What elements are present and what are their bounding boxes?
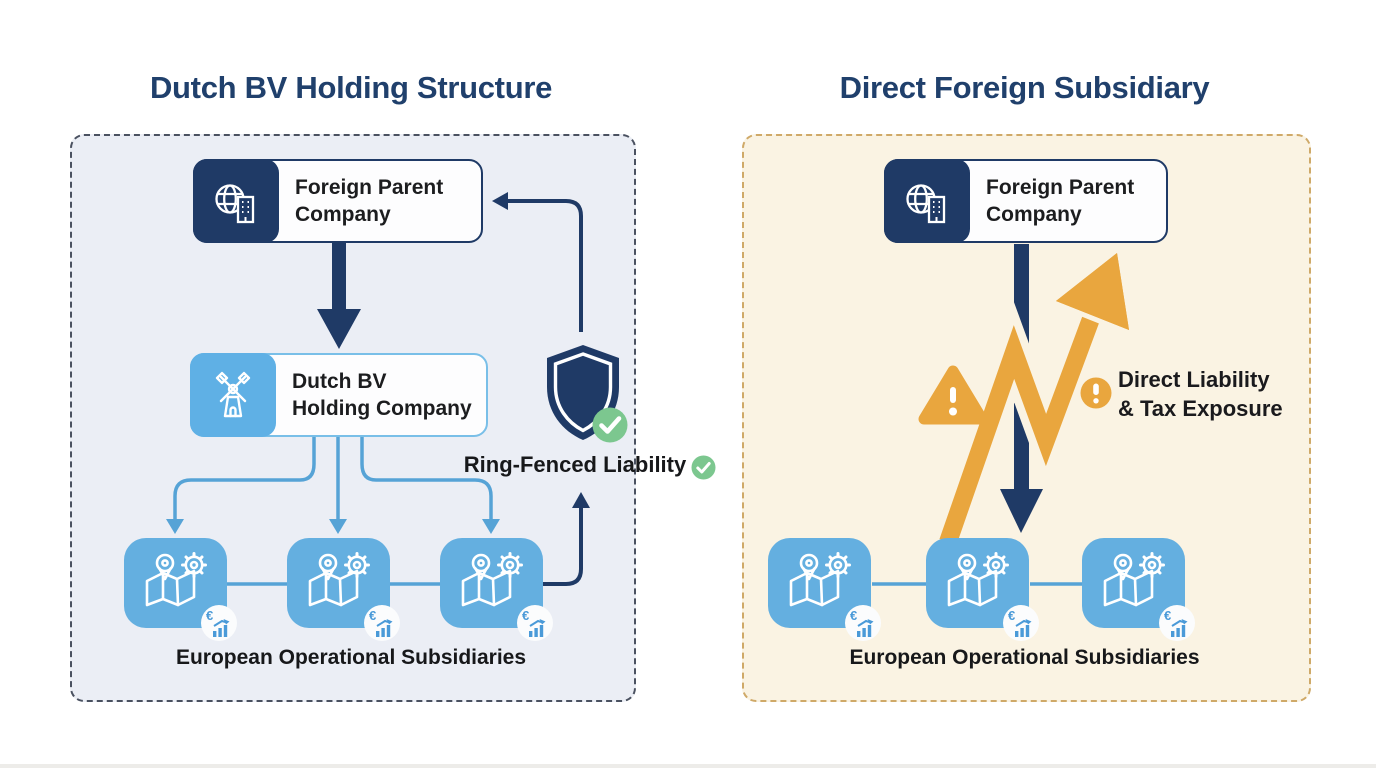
warning-triangle-icon — [918, 365, 988, 425]
warning-circle-icon — [1080, 377, 1112, 409]
euro-growth-badge: € — [201, 605, 237, 641]
windmill-icon — [190, 353, 276, 437]
left-foreign-parent-box: Foreign Parent Company — [193, 159, 483, 243]
subsidiary-box: € — [440, 538, 553, 641]
growth-chart-icon — [1015, 619, 1032, 637]
map-pin-gear-icon — [1103, 552, 1165, 607]
right-subsidiaries-row: € — [768, 538, 1195, 641]
bottom-divider — [0, 764, 1376, 768]
left-parent-label: Foreign Parent Company — [295, 176, 444, 226]
growth-chart-icon — [529, 619, 546, 637]
holding-label: Dutch BV Holding Company — [292, 370, 472, 420]
map-pin-gear-icon — [789, 552, 851, 607]
subsidiary-box: € — [768, 538, 881, 641]
growth-chart-icon — [376, 619, 393, 637]
shield-icon — [540, 342, 628, 448]
subsidiary-box: € — [287, 538, 400, 641]
left-panel-title: Dutch BV Holding Structure — [149, 70, 553, 105]
globe-building-icon — [193, 159, 279, 243]
growth-chart-icon — [213, 619, 230, 637]
euro-growth-badge: € — [517, 605, 553, 641]
growth-chart-icon — [1171, 619, 1188, 637]
subsidiary-box: € — [926, 538, 1039, 641]
euro-growth-badge: € — [1159, 605, 1195, 641]
euro-growth-badge: € — [1003, 605, 1039, 641]
euro-growth-badge: € — [364, 605, 400, 641]
map-pin-gear-icon — [145, 552, 207, 607]
map-pin-gear-icon — [947, 552, 1009, 607]
risk-label: Direct Liability & Tax Exposure — [1118, 367, 1283, 421]
globe-building-icon — [884, 159, 970, 243]
euro-growth-badge: € — [845, 605, 881, 641]
right-parent-label: Foreign Parent Company — [986, 176, 1135, 226]
right-foreign-parent-box: Foreign Parent Company — [884, 159, 1168, 243]
right-subsidiaries-label: European Operational Subsidiaries — [849, 646, 1200, 669]
dutch-bv-holding-box: Dutch BV Holding Company — [190, 353, 488, 437]
left-subsidiaries-label: European Operational Subsidiaries — [175, 646, 527, 669]
growth-chart-icon — [857, 619, 874, 637]
map-pin-gear-icon — [308, 552, 370, 607]
ring-fenced-label: Ring-Fenced Liability — [463, 452, 687, 477]
check-icon — [691, 455, 716, 480]
shield-check-icon — [592, 407, 628, 443]
subsidiary-box: € — [1082, 538, 1195, 641]
subsidiary-box: € — [124, 538, 237, 641]
map-pin-gear-icon — [461, 552, 523, 607]
left-subsidiaries-row: € — [124, 538, 553, 641]
right-panel-title: Direct Foreign Subsidiary — [839, 70, 1210, 105]
